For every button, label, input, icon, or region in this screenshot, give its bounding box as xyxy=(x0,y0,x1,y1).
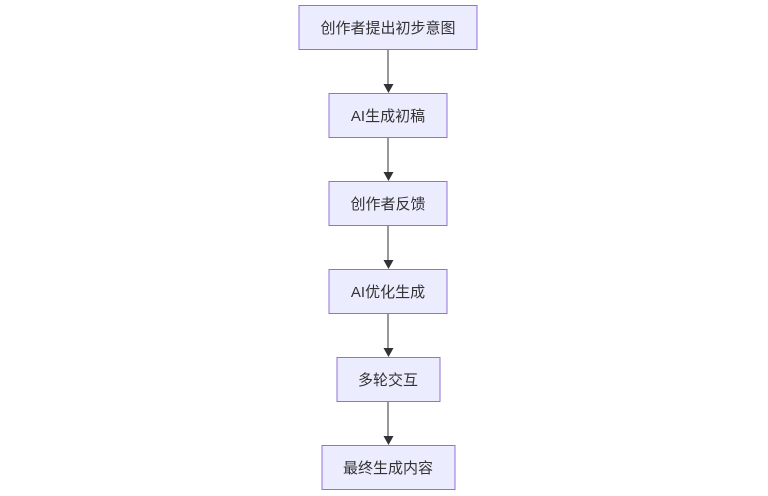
flow-node-ai-first-draft: AI生成初稿 xyxy=(328,93,448,138)
arrow-line xyxy=(387,402,389,436)
arrowhead-icon xyxy=(382,436,393,445)
flow-node-label: AI生成初稿 xyxy=(350,108,426,125)
flow-node-multi-round-interaction: 多轮交互 xyxy=(335,357,441,402)
arrow-down-1 xyxy=(382,50,393,93)
flow-node-label: 多轮交互 xyxy=(357,372,419,389)
arrow-line xyxy=(387,50,389,84)
flow-node-label: 创作者反馈 xyxy=(350,196,426,213)
arrow-down-2 xyxy=(382,138,393,181)
arrowhead-icon xyxy=(382,172,393,181)
arrowhead-icon xyxy=(382,84,393,93)
flow-node-label: AI优化生成 xyxy=(350,284,426,301)
arrowhead-icon xyxy=(382,348,393,357)
arrow-line xyxy=(387,314,389,348)
arrow-down-5 xyxy=(382,402,393,445)
flow-node-ai-optimize: AI优化生成 xyxy=(328,269,448,314)
flow-node-label: 创作者提出初步意图 xyxy=(320,20,456,37)
arrow-line xyxy=(387,226,389,260)
flow-node-creator-intent: 创作者提出初步意图 xyxy=(298,5,478,50)
arrowhead-icon xyxy=(382,260,393,269)
arrow-line xyxy=(387,138,389,172)
flow-node-final-content: 最终生成内容 xyxy=(320,445,456,490)
arrow-down-3 xyxy=(382,226,393,269)
flowchart: 创作者提出初步意图 AI生成初稿 创作者反馈 AI优化生成 多轮交互 最终生成内… xyxy=(298,5,478,490)
flow-node-creator-feedback: 创作者反馈 xyxy=(328,181,448,226)
flow-node-label: 最终生成内容 xyxy=(342,460,434,477)
arrow-down-4 xyxy=(382,314,393,357)
